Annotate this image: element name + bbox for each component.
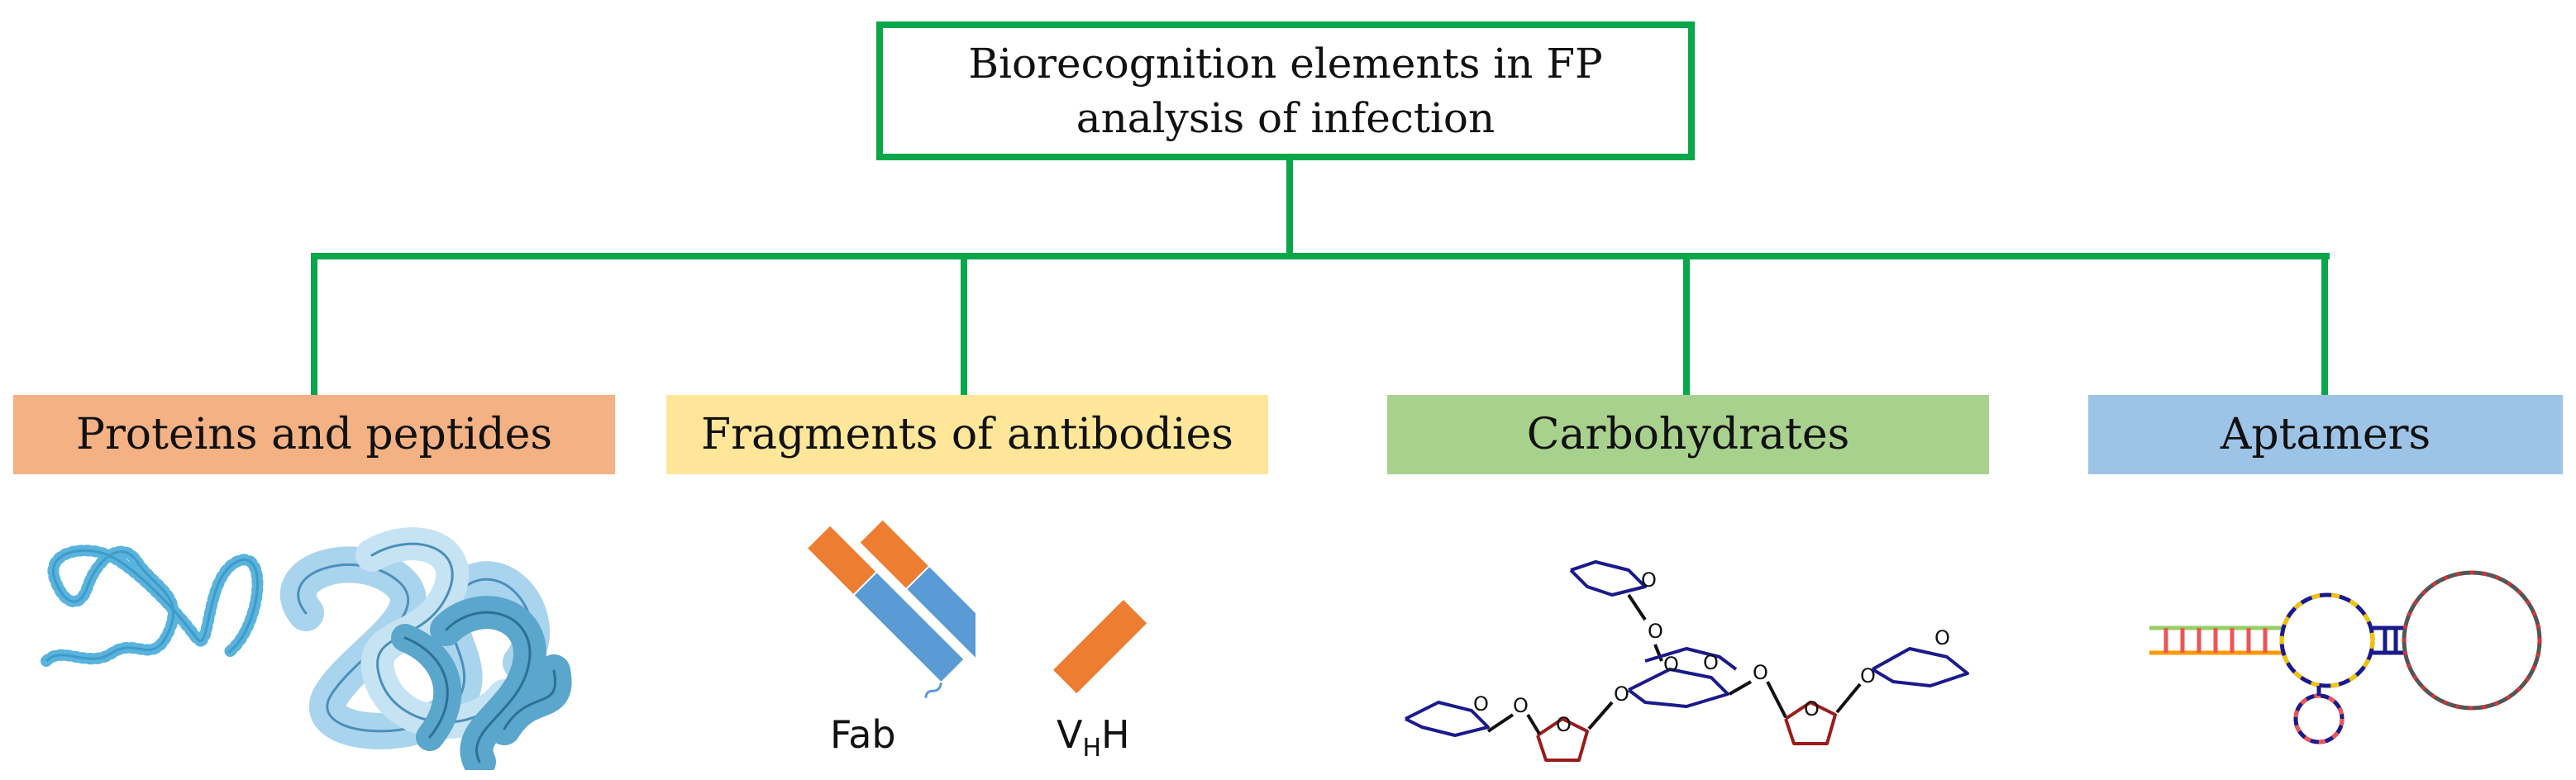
vhh-caption-sub: H: [1082, 734, 1102, 763]
category-proteins: Proteins and peptides: [13, 395, 615, 474]
vhh-caption-v: V: [1057, 712, 1083, 757]
ring-oxygen: O: [1934, 626, 1950, 649]
ring-oxygen: O: [1663, 653, 1679, 676]
category-carbohydrates-label: Carbohydrates: [1526, 410, 1850, 459]
aptamer-structure-illustration: [2149, 570, 2542, 744]
furanose-ring-2: [1784, 701, 1837, 745]
ring-oxygen: O: [1804, 697, 1820, 721]
pyranose-ring-top: [1569, 560, 1647, 621]
peptide-chain-illustration: [41, 545, 264, 667]
fab-illustration: [805, 521, 976, 698]
category-carbohydrates: Carbohydrates: [1387, 395, 1989, 474]
fab-caption: Fab: [830, 712, 896, 757]
root-title-line1: Biorecognition elements in FP: [968, 40, 1603, 88]
ring-oxygen: O: [1641, 568, 1657, 592]
root-box: Biorecognition elements in FP analysis o…: [876, 21, 1695, 160]
category-fragments-label: Fragments of antibodies: [701, 410, 1233, 459]
category-aptamers: Aptamers: [2088, 395, 2563, 474]
glycosidic-oxygen: O: [1648, 620, 1663, 643]
pyranose-ring-right: [1871, 647, 1969, 687]
ring-oxygen: O: [1473, 692, 1489, 716]
category-fragments: Fragments of antibodies: [666, 395, 1268, 474]
furanose-ring-1: [1536, 717, 1589, 762]
glycosidic-oxygen: O: [1860, 664, 1876, 687]
ring-oxygen: O: [1703, 651, 1719, 674]
root-title-line2: analysis of infection: [1076, 94, 1496, 142]
vhh-caption: VHH: [1057, 712, 1130, 763]
carbohydrate-structure-illustration: O O O O O O O O O: [1405, 560, 1969, 762]
ring-oxygen: O: [1556, 713, 1572, 736]
vhh-caption-h: H: [1101, 712, 1130, 757]
glycosidic-oxygen: O: [1614, 682, 1629, 706]
category-proteins-label: Proteins and peptides: [75, 410, 553, 459]
pyranose-ring-center: [1627, 647, 1738, 708]
pyranose-ring-left: [1405, 701, 1490, 737]
glycosidic-oxygen: O: [1513, 694, 1529, 717]
vhh-illustration: [1053, 600, 1147, 694]
protein-ribbon-illustration: [280, 527, 572, 770]
category-aptamers-label: Aptamers: [2220, 410, 2431, 459]
glycosidic-oxygen: O: [1753, 661, 1768, 684]
